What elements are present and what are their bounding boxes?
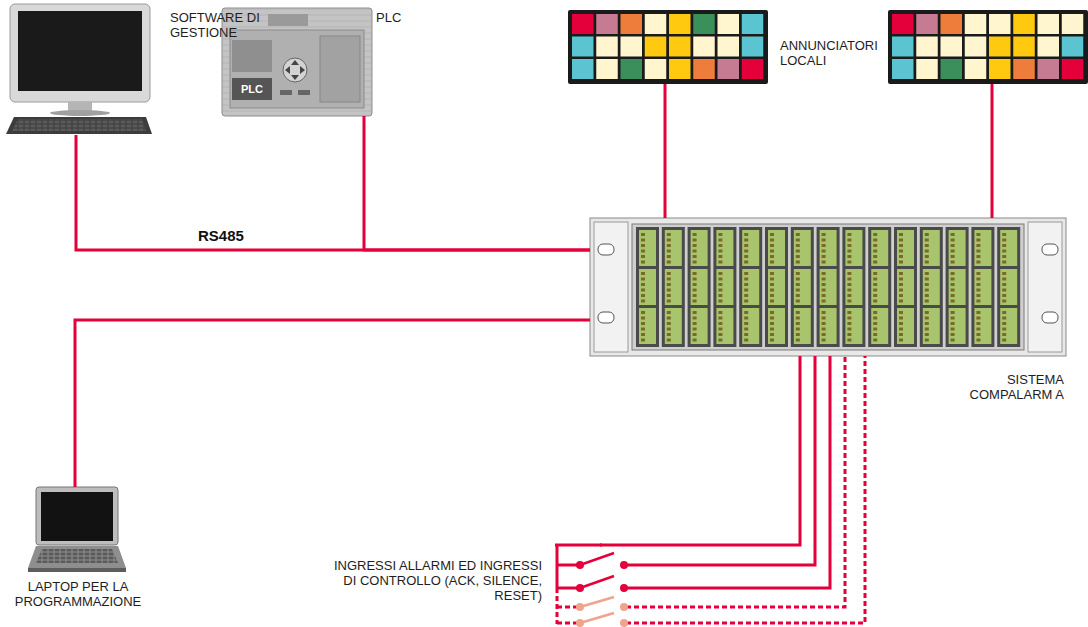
wire-connector bbox=[600, 356, 800, 545]
annunciator-wire bbox=[991, 84, 994, 218]
plc-screen-text: PLC bbox=[232, 82, 272, 96]
node-label: SISTEMA COMPALARM A bbox=[960, 372, 1064, 402]
rack-system bbox=[590, 218, 1066, 356]
node-label: LAPTOP PER LA PROGRAMMAZIONE bbox=[6, 579, 150, 609]
wire-connector bbox=[76, 135, 590, 250]
plc-node: PLCPLC bbox=[222, 8, 372, 116]
node-label: ANNUNCIATORI LOCALI bbox=[780, 38, 884, 68]
rack-node: SISTEMA COMPALARM A bbox=[590, 218, 1066, 356]
computer-node: SOFTWARE DI GESTIONE bbox=[5, 2, 155, 135]
desktop-computer bbox=[6, 4, 152, 134]
wire-connector bbox=[75, 320, 590, 487]
node-label: PLC bbox=[376, 10, 416, 25]
node-label: SOFTWARE DI GESTIONE bbox=[170, 10, 262, 40]
laptop bbox=[28, 487, 126, 572]
bus-label: RS485 bbox=[196, 227, 246, 244]
node-label: INGRESSI ALLARMI ED INGRESSI DI CONTROLL… bbox=[332, 558, 542, 603]
switch-contacts bbox=[576, 561, 628, 627]
annunciator-panels bbox=[568, 10, 1088, 84]
annunciator-node: ANNUNCIATORI LOCALI bbox=[568, 10, 768, 84]
wire-connector bbox=[364, 116, 590, 250]
switch-group-node: INGRESSI ALLARMI ED INGRESSI DI CONTROLL… bbox=[552, 540, 662, 627]
laptop-node: LAPTOP PER LA PROGRAMMAZIONE bbox=[30, 487, 126, 573]
input-switches bbox=[555, 356, 865, 624]
wire-connector bbox=[664, 84, 667, 218]
